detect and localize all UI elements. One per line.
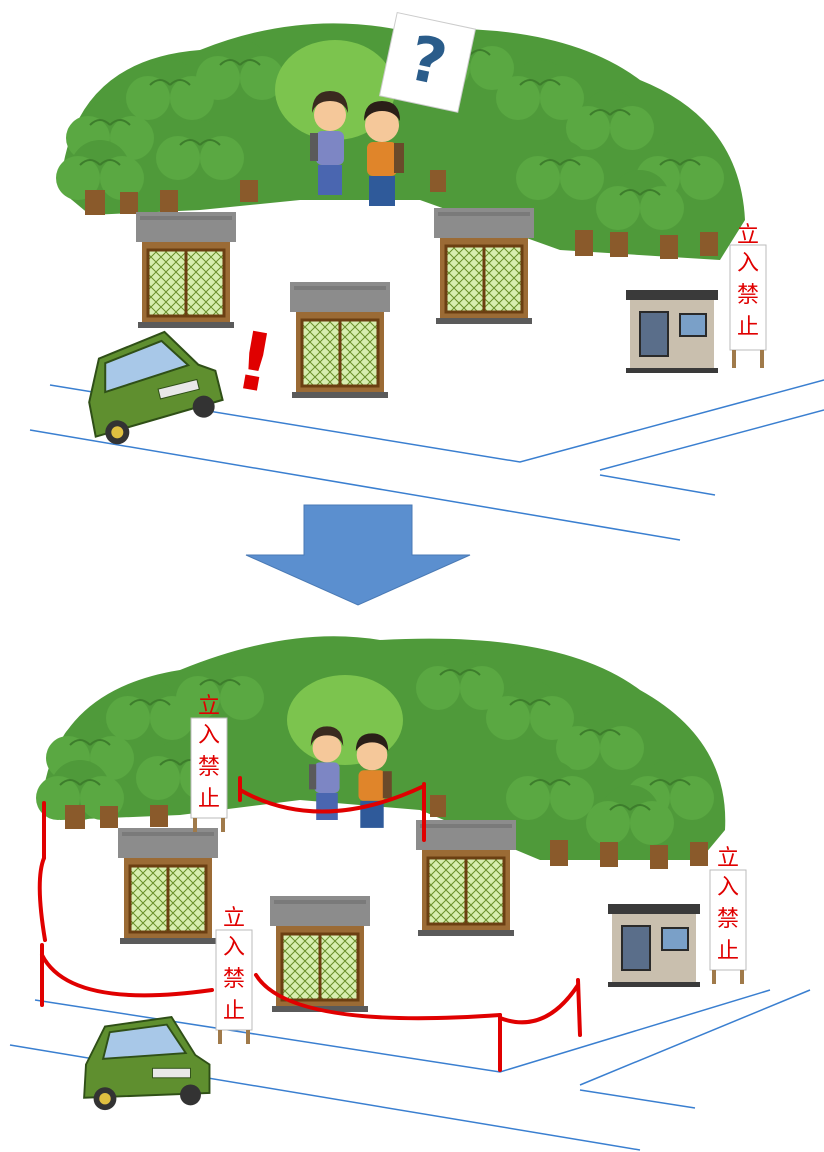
sign-char: 止: [717, 939, 739, 964]
sign-char: 止: [737, 315, 759, 340]
sign-char: 入: [717, 875, 739, 900]
shed-icon: [607, 903, 701, 988]
sign-char: 止: [198, 787, 220, 812]
shed-icon: [625, 289, 719, 374]
sign-char: 禁: [737, 283, 759, 308]
sign-icon: 立 入 禁 止: [709, 846, 747, 984]
sign-char: 禁: [717, 907, 739, 932]
house-icon: [134, 210, 238, 330]
sign-char: 立: [737, 223, 759, 248]
sign-char: 立: [223, 906, 245, 931]
car-icon: [83, 1016, 211, 1112]
rope-barrier-icon: [37, 776, 582, 1072]
sign-char: 止: [223, 999, 245, 1024]
sign-icon: 立 入 禁 止: [190, 694, 228, 832]
hiker-boy-icon: [355, 733, 392, 828]
scene-before: ? 立 入 禁 止 !: [29, 11, 824, 541]
question-card: ?: [378, 11, 477, 113]
house-icon: [288, 280, 392, 400]
sign-char: 入: [737, 251, 759, 276]
sign-char: 禁: [198, 755, 220, 780]
house-icon: [414, 818, 518, 938]
sign-char: 立: [717, 846, 739, 871]
house-icon: [432, 206, 536, 326]
forest-icon: [55, 23, 745, 261]
sign-icon: 立 入 禁 止: [215, 906, 253, 1044]
car-icon: [74, 321, 228, 451]
sign-icon: 立 入 禁 止: [729, 223, 767, 368]
scene-after: 立 入 禁 止 立 入 禁 止 立 入 禁 止: [9, 636, 811, 1151]
sign-char: 入: [198, 723, 220, 748]
sign-char: 禁: [223, 967, 245, 992]
arrow-down-icon: [245, 504, 471, 606]
exclamation-icon: !: [229, 313, 281, 411]
house-icon: [268, 894, 372, 1014]
sign-char: 立: [198, 694, 220, 719]
sign-char: 入: [223, 935, 245, 960]
house-icon: [116, 826, 220, 946]
